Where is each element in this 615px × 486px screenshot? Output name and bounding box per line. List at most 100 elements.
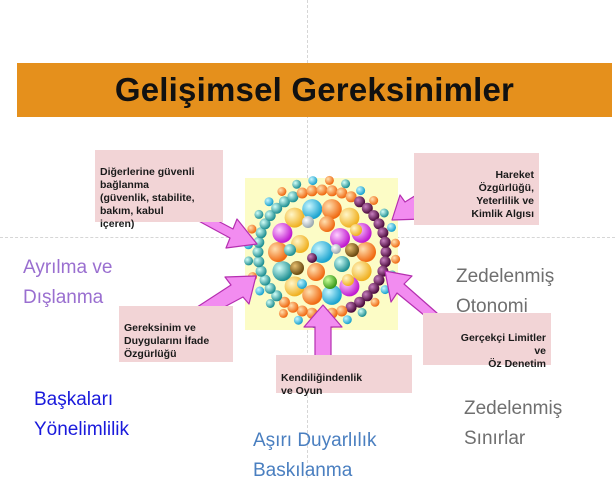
atom-ball [377, 227, 389, 239]
atom-ball [255, 286, 265, 296]
atom-ball [379, 256, 391, 268]
atom-ball [361, 290, 373, 302]
atom-ball [380, 285, 390, 295]
atom-ball [259, 274, 271, 286]
atom-ball [255, 227, 267, 239]
need-box-safety: Diğerlerine güvenli bağlanma (güvenlik, … [95, 150, 223, 230]
atom-ball [369, 196, 379, 205]
need-text-limits: Gerçekçi Limitler ve Öz Denetim [460, 332, 546, 370]
atom-ball [368, 210, 380, 222]
atom-ball [255, 265, 267, 277]
atom-ball [302, 216, 314, 228]
atom-ball [321, 199, 342, 220]
need-box-autonomy: Hareket Özgürlüğü, Yeterlilik ve Kimlik … [414, 153, 539, 225]
atom-ball [357, 308, 367, 317]
atom-ball [326, 185, 338, 197]
atom-ball [284, 207, 305, 228]
domain-impaired-limits: Zedelenmiş Sınırlar [464, 398, 563, 449]
atom-ball [278, 296, 290, 308]
atom-ball [354, 196, 366, 208]
atom-ball [356, 186, 366, 196]
atom-ball [287, 191, 299, 203]
atom-ball [296, 305, 308, 317]
atom-ball [244, 256, 254, 266]
atom-ball [380, 246, 392, 258]
atom-ball [253, 256, 265, 268]
atom-ball [336, 187, 348, 199]
atom-ball [334, 256, 350, 272]
page-title: Gelişimsel Gereksinimler [114, 71, 515, 108]
atom-ball [265, 299, 275, 308]
atom-ball [356, 242, 376, 262]
atom-ball [293, 315, 303, 325]
need-text-expression: Gereksinim ve Duygularını İfade Özgürlüğ… [124, 322, 210, 360]
atom-ball [264, 282, 276, 294]
atom-ball [306, 185, 318, 197]
atom-ball [254, 209, 264, 219]
atom-ball [252, 246, 264, 258]
atom-ball [373, 274, 385, 286]
atom-ball [323, 275, 337, 289]
atom-ball [370, 297, 380, 307]
atom-ball [351, 261, 372, 282]
domain-impaired-autonomy: Zedelenmiş Otonomi [456, 266, 555, 317]
atom-ball [297, 279, 307, 289]
title-banner: Gelişimsel Gereksinimler [17, 63, 612, 117]
atom-ball [391, 254, 401, 264]
domain-other-directedness: Başkaları Yönelimlilik [34, 389, 130, 440]
atom-ball [354, 296, 366, 308]
atom-ball [247, 224, 257, 234]
domain-overvigilance: Aşırı Duyarlılık Baskılanma [253, 430, 377, 481]
atom-ball [284, 244, 296, 256]
atom-ball [277, 187, 287, 196]
atom-ball [341, 179, 351, 189]
atom-ball [373, 218, 385, 230]
atom-ball [321, 284, 342, 305]
atom-ball [345, 243, 359, 257]
atom-ball [268, 242, 288, 262]
atom-ball [307, 253, 317, 263]
atom-ball [302, 284, 323, 305]
atom-ball [308, 176, 318, 186]
arrow-play-icon [303, 304, 343, 357]
atom-ball [336, 305, 348, 317]
need-box-expression: Gereksinim ve Duygularını İfade Özgürlüğ… [119, 306, 233, 362]
atom-ball [253, 236, 265, 248]
need-text-play: Kendiliğindenlik ve Oyun [281, 372, 363, 397]
atom-ball [350, 224, 362, 236]
need-box-play: Kendiliğindenlik ve Oyun [276, 355, 412, 397]
atom-ball [296, 187, 308, 199]
atom-ball [361, 202, 373, 214]
need-box-limits: Gerçekçi Limitler ve Öz Denetim [423, 313, 551, 370]
atom-ball [331, 244, 341, 254]
atom-ball [272, 222, 293, 243]
atom-ball [379, 208, 389, 218]
atom-ball [278, 308, 288, 318]
atom-ball [272, 261, 293, 282]
atom-ball [387, 222, 396, 232]
need-text-safety: Diğerlerine güvenli bağlanma (güvenlik, … [100, 166, 195, 230]
atom-ball [319, 216, 335, 232]
atom-ball [264, 210, 276, 222]
atom-ball [278, 196, 290, 208]
atom-ball [307, 263, 325, 281]
atom-ball [390, 238, 400, 248]
atom-ball [345, 301, 357, 313]
atom-ball [259, 218, 271, 230]
atom-ball [287, 301, 299, 313]
atom-ball [316, 184, 328, 196]
atom-ball [264, 197, 274, 207]
atom-ball [271, 290, 283, 302]
atom-ball [342, 274, 354, 286]
atom-ball [368, 282, 380, 294]
atom-ball [342, 315, 352, 325]
atom-ball [292, 179, 302, 189]
atom-ball [345, 191, 357, 203]
need-text-autonomy: Hareket Özgürlüğü, Yeterlilik ve Kimlik … [471, 169, 534, 220]
atom-ball [302, 199, 323, 220]
atom-ball [271, 202, 283, 214]
atom-ball [379, 236, 391, 248]
domain-disconnection: Ayrılma ve Dışlanma [23, 257, 113, 308]
atom-ball [324, 175, 334, 185]
atom-ball [290, 261, 304, 275]
